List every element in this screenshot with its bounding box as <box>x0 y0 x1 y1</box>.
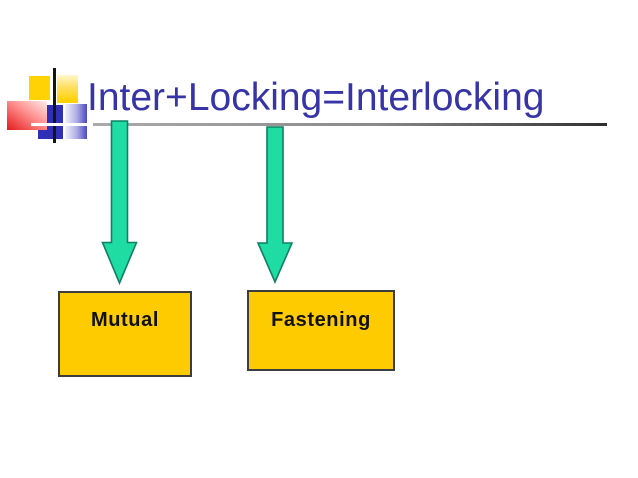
logo-blue-gradient-square <box>65 104 87 139</box>
logo-vertical-line <box>53 68 56 143</box>
logo-yellow-gradient-square <box>57 75 78 103</box>
concept-box-mutual: Mutual <box>58 291 192 377</box>
down-arrow-to-mutual <box>101 120 138 286</box>
down-arrow-to-fastening <box>256 126 294 285</box>
fastening-label: Fastening <box>271 309 371 331</box>
title-underline-rule <box>92 123 607 126</box>
slide-title: Inter+Locking=Interlocking <box>87 76 545 119</box>
concept-box-fastening: Fastening <box>247 290 395 371</box>
logo-yellow-square <box>29 76 50 100</box>
logo-horizontal-white-line <box>31 123 93 126</box>
mutual-label: Mutual <box>90 309 160 331</box>
